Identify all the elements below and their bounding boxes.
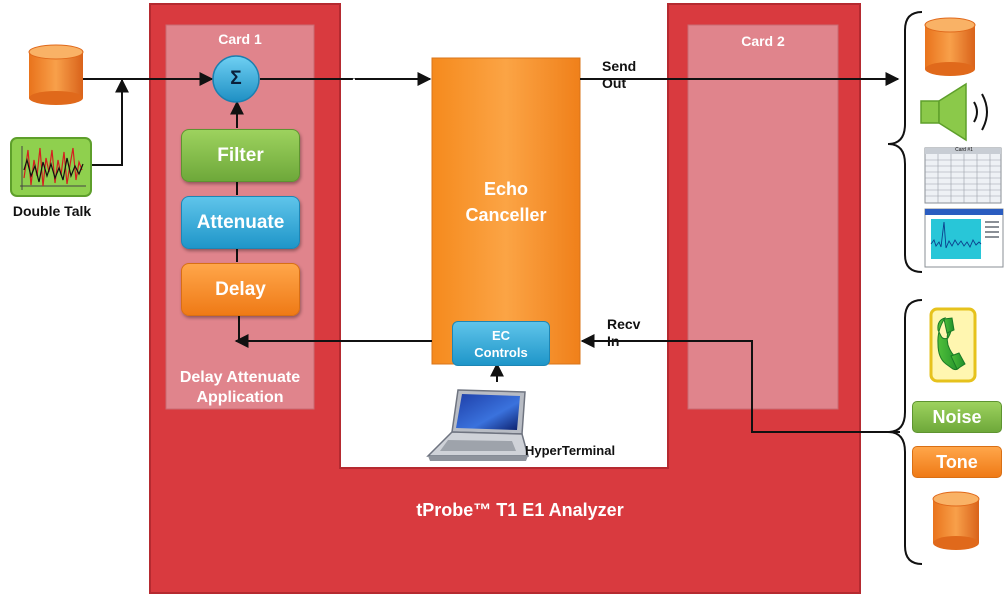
echo-canceller-box [431, 57, 581, 365]
echo-label-line1: Echo [483, 179, 528, 199]
tone-source[interactable]: Tone [912, 446, 1002, 478]
card2-panel [687, 24, 839, 410]
brace-outputs [887, 11, 923, 273]
noise-source[interactable]: Noise [912, 401, 1002, 433]
sum-node [212, 55, 260, 103]
echo-canceller-label: Echo Canceller [432, 176, 580, 228]
analyzer-title: tProbe™ T1 E1 Analyzer [416, 500, 624, 520]
database-icon-output [924, 17, 976, 76]
database-icon-input [28, 44, 84, 105]
analyzer-frame [149, 3, 861, 594]
card2-title: Card 2 [741, 33, 785, 49]
table-thumbnail-icon [924, 147, 1002, 204]
double-talk-label: Double Talk [12, 203, 92, 219]
recv-in-line1: Recv [607, 316, 641, 332]
recv-out-label: Recv Out [355, 326, 397, 360]
recv-out-line2: Out [355, 343, 380, 359]
delay-block[interactable]: Delay [181, 263, 300, 316]
laptop-icon [426, 389, 529, 461]
send-in-label: Send In [352, 58, 394, 92]
hyperterminal-label: HyperTerminal [525, 443, 616, 458]
card1-title: Card 1 [218, 31, 262, 47]
app-label-line1: Delay Attenuate [179, 369, 301, 386]
recv-in-label: Recv In [607, 316, 649, 350]
send-out-label: Send Out [602, 58, 644, 92]
echo-label-line2: Canceller [465, 205, 547, 225]
attenuate-block[interactable]: Attenuate [181, 196, 300, 249]
send-in-line2: In [352, 75, 365, 91]
brace-inputs [887, 299, 923, 565]
phone-icon [929, 307, 977, 383]
recv-in-line2: In [607, 333, 620, 349]
database-icon-bottom [932, 491, 980, 550]
app-label-line2: Application [196, 389, 284, 406]
recv-out-line1: Recv [355, 326, 389, 342]
ec-controls-line2: Controls [474, 344, 528, 360]
sum-symbol: Σ [230, 68, 242, 89]
send-out-line2: Out [602, 75, 627, 91]
send-out-line1: Send [602, 58, 637, 74]
ec-controls-button[interactable]: EC Controls [452, 321, 550, 366]
table-thumbnail-title: Card #1 [955, 147, 973, 153]
delay-attenuate-app-label: Delay Attenuate Application [166, 368, 314, 408]
speaker-icon [920, 82, 988, 142]
filter-block[interactable]: Filter [181, 129, 300, 182]
double-talk-chart-icon [10, 137, 92, 197]
send-in-line1: Send [352, 58, 387, 74]
waveform-plot-thumbnail-icon [924, 208, 1004, 268]
ec-controls-line1: EC [491, 327, 511, 343]
